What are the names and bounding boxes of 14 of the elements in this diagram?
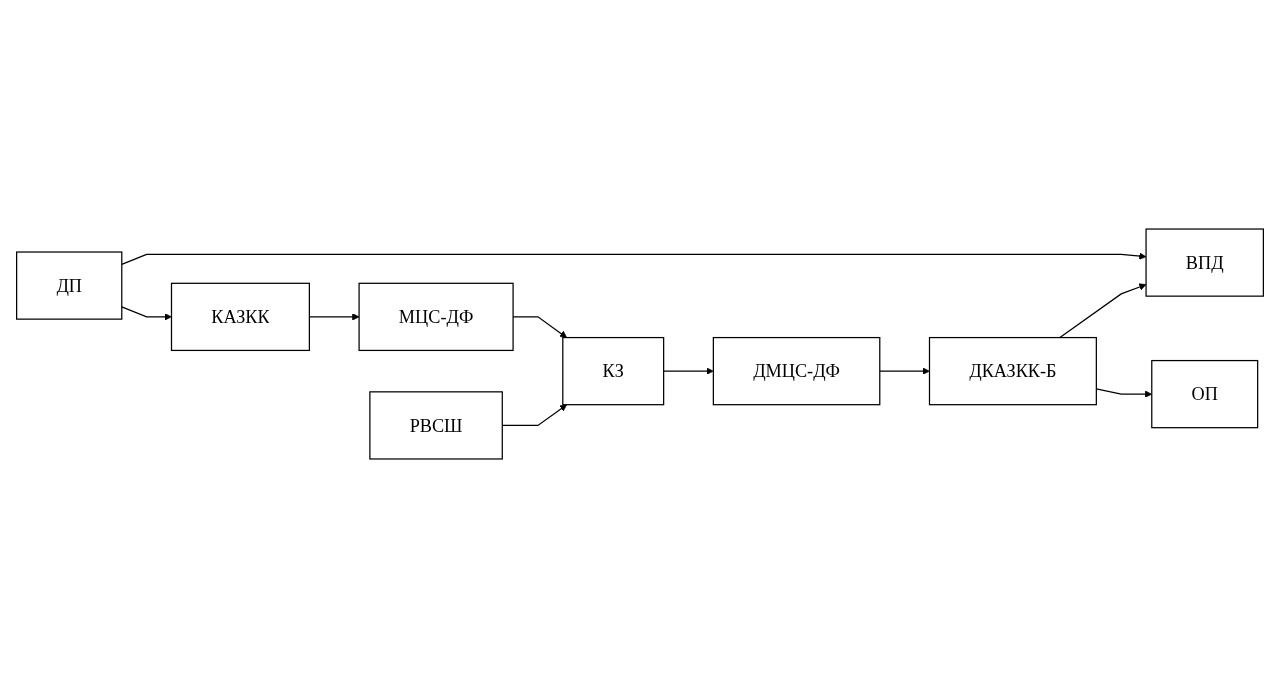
node-box: ВПД	[1145, 228, 1264, 297]
node-box: РВСШ	[369, 391, 503, 460]
node-box: КАЗКК	[170, 282, 310, 352]
node-box: ДП	[16, 251, 123, 320]
node-box: ДМЦС-ДФ	[712, 336, 881, 406]
arrow	[879, 367, 930, 375]
arrow	[121, 252, 1147, 265]
arrow	[1059, 283, 1147, 339]
node-box: МЦС-ДФ	[358, 282, 514, 352]
arrow	[663, 367, 714, 375]
node-box: ОП	[1151, 359, 1259, 429]
arrow	[121, 306, 172, 321]
node-box: КЗ	[562, 336, 665, 406]
node-box: ДКАЗКК-Б	[928, 336, 1097, 406]
